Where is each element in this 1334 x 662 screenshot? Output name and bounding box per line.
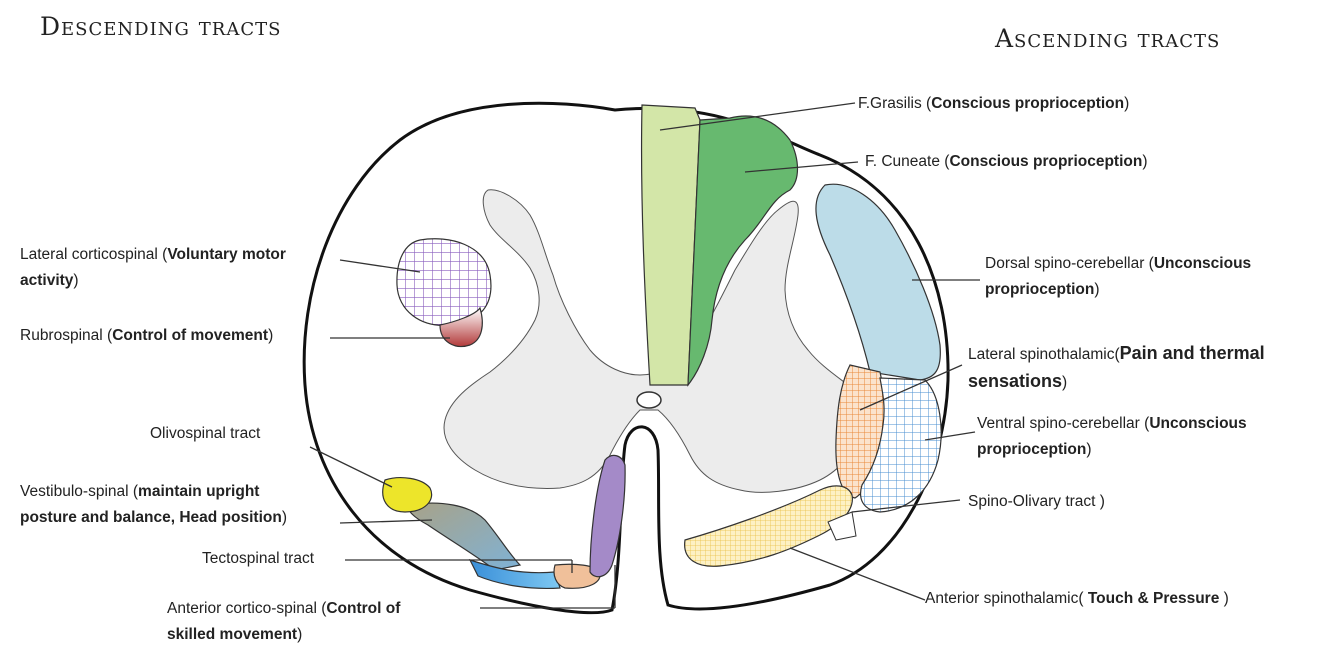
label-rubrospinal: Rubrospinal (Control of movement) <box>20 327 274 344</box>
anterior-spinothalamic-tract <box>684 485 853 567</box>
anterior-corticospinal-tract <box>589 454 626 578</box>
fasciculus-cuneatus <box>687 115 799 387</box>
label-olivospinal: Olivospinal tract <box>150 425 261 442</box>
spino-olivary-tract <box>827 511 857 541</box>
tectospinal-band <box>468 558 561 589</box>
rubrospinal-tract <box>439 306 483 347</box>
descending-tracts-heading: Descending tracts <box>40 12 282 41</box>
dorsal-spinocerebellar-tract <box>815 183 941 381</box>
central-canal <box>636 391 662 409</box>
label-ventral-spinocerebellar: Ventral spino-cerebellar (Unconscious pr… <box>977 415 1247 458</box>
fasciculus-gracilis <box>640 104 701 386</box>
label-anterior-corticospinal: Anterior cortico-spinal (Control of skil… <box>167 600 401 643</box>
label-f-gracilis: F.Grasilis (Conscious proprioception) <box>858 95 1130 112</box>
label-lateral-corticospinal: Lateral corticospinal (Voluntary motor a… <box>20 246 286 289</box>
label-lateral-spinothalamic: Lateral spinothalamic(Pain and thermal s… <box>968 343 1265 391</box>
label-anterior-spinothalamic: Anterior spinothalamic( Touch & Pressure… <box>925 590 1229 607</box>
tectospinal-tract <box>553 563 601 589</box>
label-dorsal-spinocerebellar: Dorsal spino-cerebellar (Unconscious pro… <box>985 255 1252 298</box>
ascending-tracts-heading: Ascending tracts <box>995 24 1221 53</box>
label-vestibulospinal: Vestibulo-spinal (maintain upright postu… <box>20 483 287 526</box>
label-f-cuneate: F. Cuneate (Conscious proprioception) <box>865 153 1148 170</box>
leader-lines <box>309 102 980 609</box>
ventral-spinocerebellar-tract <box>859 377 942 513</box>
label-tectospinal: Tectospinal tract <box>202 550 314 567</box>
label-spino-olivary: Spino-Olivary tract ) <box>968 493 1105 510</box>
olivospinal-tract <box>382 477 433 513</box>
